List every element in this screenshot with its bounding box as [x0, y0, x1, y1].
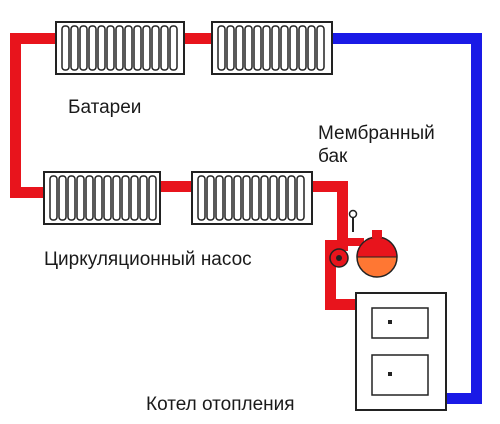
return-pipe	[328, 33, 482, 404]
supply-pipe	[10, 33, 360, 310]
membrane-tank-label-line1: Мембранный	[318, 123, 435, 144]
radiator	[211, 21, 333, 75]
boiler	[355, 292, 447, 411]
circulation-pump-label: Циркуляционный насос	[44, 249, 252, 270]
boiler-label: Котел отопления	[146, 394, 295, 415]
radiator	[43, 171, 161, 225]
circulation-pump	[329, 248, 349, 268]
membrane-tank-label-line2: бак	[318, 146, 348, 167]
membrane-tank-label: Мембранный бак	[318, 122, 435, 168]
radiators-label: Батареи	[68, 97, 142, 118]
radiator	[191, 171, 313, 225]
radiator	[55, 21, 185, 75]
air-valve	[348, 209, 358, 232]
tank-branch-pipe	[346, 238, 364, 246]
membrane-tank	[356, 230, 398, 278]
